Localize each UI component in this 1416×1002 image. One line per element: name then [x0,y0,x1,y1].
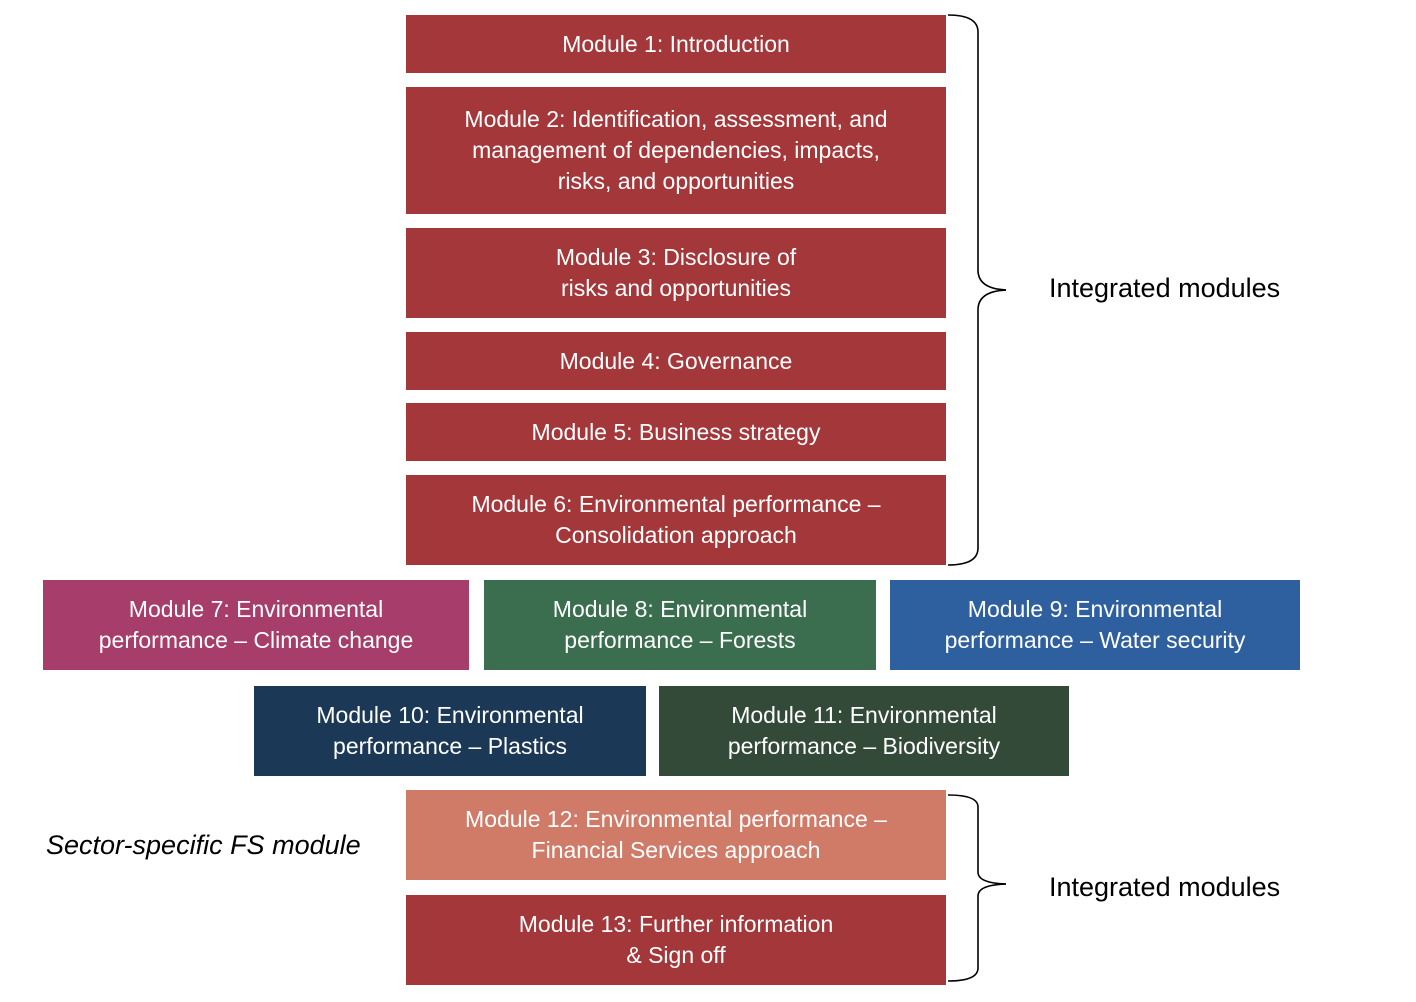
module-11-box: Module 11: Environmental performance – B… [659,686,1069,776]
module-1-box: Module 1: Introduction [406,15,946,73]
module-10-box: Module 10: Environmental performance – P… [254,686,646,776]
module-6-box: Module 6: Environmental performance – Co… [406,475,946,565]
module-8-box: Module 8: Environmental performance – Fo… [484,580,876,670]
module-3-box: Module 3: Disclosure of risks and opport… [406,228,946,318]
module-5-box: Module 5: Business strategy [406,403,946,461]
integrated-modules-label-bottom: Integrated modules [1049,872,1281,902]
brace-bottom-icon [947,794,1006,982]
module-12-box: Module 12: Environmental performance – F… [406,790,946,880]
module-7-box: Module 7: Environmental performance – Cl… [43,580,469,670]
module-9-box: Module 9: Environmental performance – Wa… [890,580,1300,670]
module-4-box: Module 4: Governance [406,332,946,390]
module-13-box: Module 13: Further information & Sign of… [406,895,946,985]
integrated-modules-label-top: Integrated modules [1049,273,1281,303]
module-2-box: Module 2: Identification, assessment, an… [406,87,946,214]
sector-specific-label: Sector-specific FS module [46,830,361,860]
brace-top-icon [947,14,1006,566]
